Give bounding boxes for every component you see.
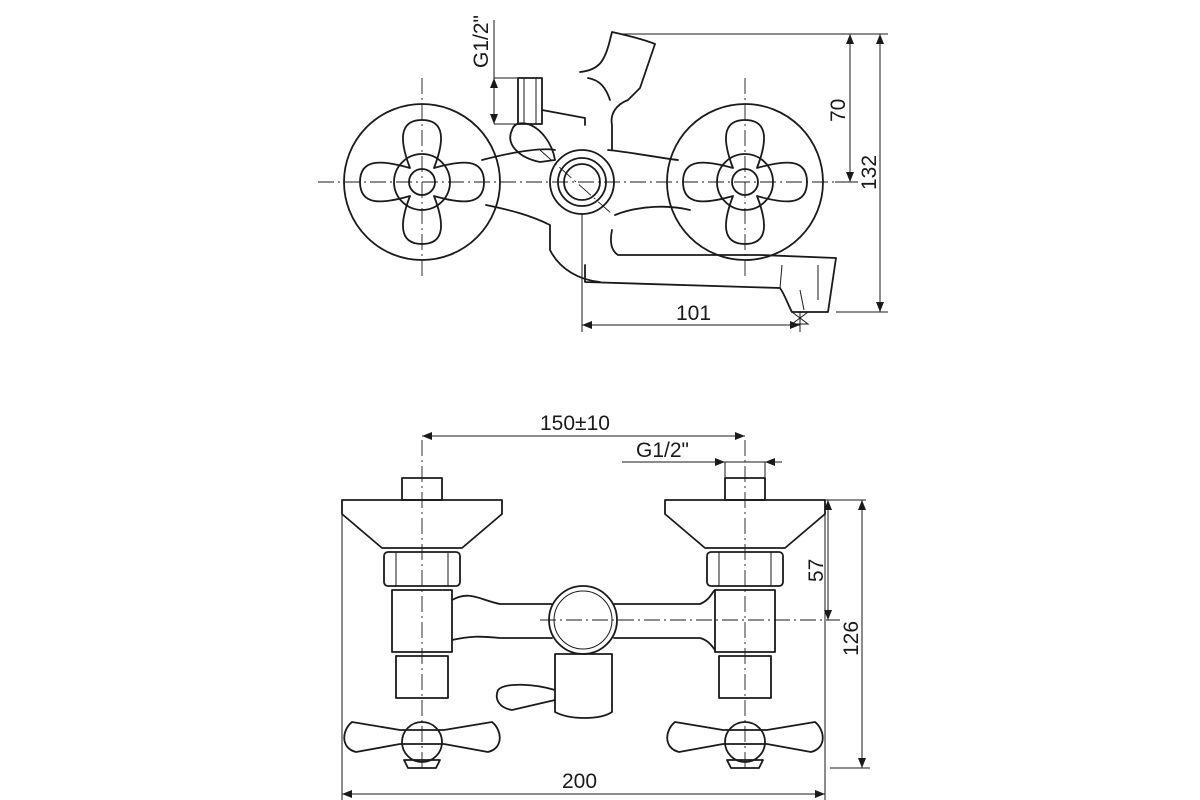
dim-thread-front-label: G1/2" (636, 439, 689, 462)
right-valve-top (666, 103, 824, 261)
diverter-knob-front (554, 653, 613, 719)
dim-thread-top (490, 20, 518, 125)
dim-126-label: 126 (840, 621, 863, 656)
dim-57 (824, 499, 866, 620)
diverter-front-inner (553, 590, 613, 650)
body-upper-right (607, 149, 679, 161)
diverter-lever-top (509, 122, 556, 163)
top-view: G1/2" 70 132 101 (318, 15, 888, 332)
dim-132-label: 132 (858, 155, 881, 190)
dim-101 (581, 214, 810, 332)
dim-150 (422, 432, 745, 440)
dim-132 (836, 33, 888, 313)
dim-70 (620, 33, 858, 183)
right-valve-front (664, 477, 826, 769)
dim-150-label: 150±10 (540, 412, 610, 435)
shower-holder-top (579, 31, 656, 151)
dim-101-label: 101 (676, 302, 711, 325)
dim-57-label: 57 (805, 559, 828, 582)
body-lower-right (614, 205, 691, 216)
left-valve-top (343, 103, 501, 261)
shower-outlet-top (517, 77, 586, 126)
body-upper-front-left (451, 594, 553, 605)
body-upper-front-right (613, 589, 716, 605)
diverter-axis-diag (539, 149, 613, 215)
dim-70-label: 70 (827, 99, 850, 122)
spout-top (584, 229, 837, 313)
dim-thread-front (622, 458, 782, 478)
dim-126 (830, 500, 870, 769)
front-view: 150±10 G1/2" 57 126 (341, 412, 870, 800)
body-lower-front-left (451, 635, 553, 641)
dim-200 (341, 514, 826, 800)
shower-holder-inner (587, 77, 611, 101)
body-lower (485, 204, 601, 283)
diverter-lever-front (495, 683, 556, 711)
dim-thread-top-label: G1/2" (470, 15, 493, 68)
body-lower-front-right (613, 637, 716, 651)
dim-200-label: 200 (562, 770, 597, 793)
